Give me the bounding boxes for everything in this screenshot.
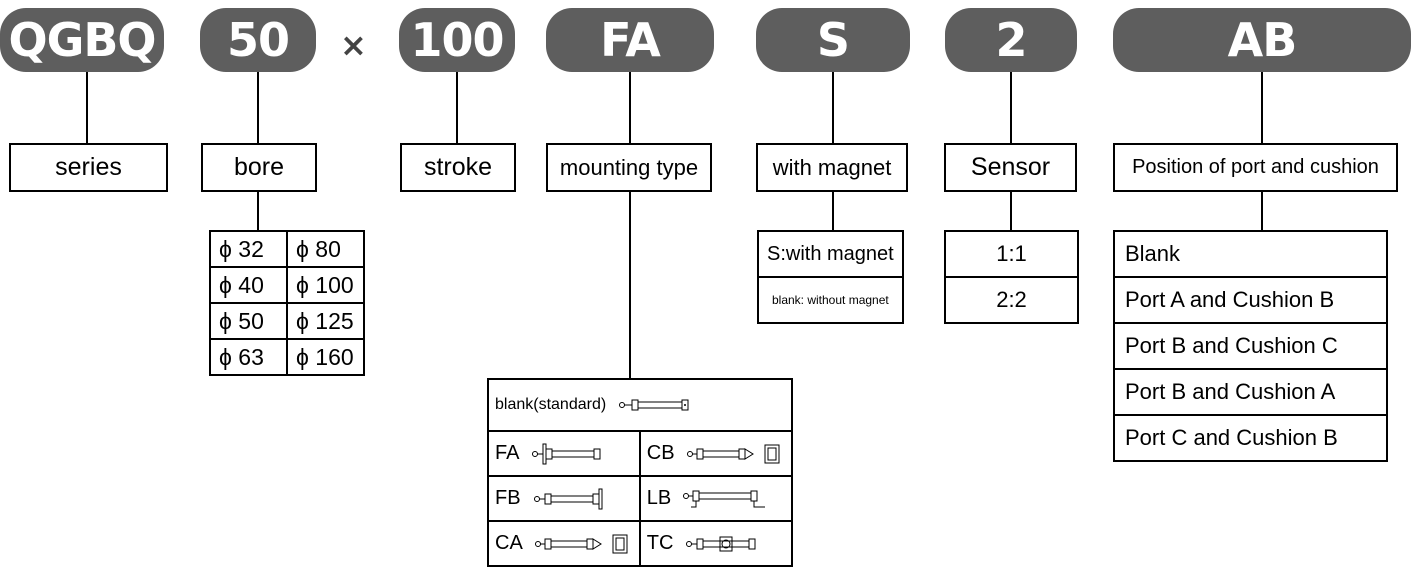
bore-option: ϕ 50: [209, 302, 288, 340]
sensor-options-table: 1:1 2:2: [944, 230, 1079, 324]
mounting-option: CA: [487, 520, 641, 567]
label-magnet: with magnet: [756, 143, 908, 192]
mounting-options-table: blank(standard) FA CB: [487, 378, 793, 567]
bore-option: ϕ 125: [286, 302, 365, 340]
bore-option: ϕ 40: [209, 266, 288, 304]
mounting-standard-label: blank(standard): [495, 396, 607, 413]
connector-sensor: [1010, 72, 1012, 143]
cylinder-lb-icon: [683, 490, 766, 507]
magnet-options-table: S:with magnet blank: without magnet: [757, 230, 904, 324]
mounting-label: TC: [646, 532, 674, 554]
bore-option: ϕ 80: [286, 230, 365, 268]
table-row: ϕ 40 ϕ 100: [209, 266, 365, 304]
connector-stroke: [456, 72, 458, 143]
port-option: Blank: [1113, 230, 1388, 278]
mounting-label: CA: [495, 532, 523, 554]
bore-option: ϕ 32: [209, 230, 288, 268]
mounting-option: FB: [487, 475, 641, 522]
bore-options-table: ϕ 32 ϕ 80 ϕ 40 ϕ 100 ϕ 50 ϕ 125 ϕ 63 ϕ 1…: [209, 230, 365, 376]
sensor-option: 2:2: [944, 276, 1079, 324]
connector-magnet-options: [832, 192, 834, 230]
mounting-label: CB: [646, 442, 675, 464]
port-option: Port C and Cushion B: [1113, 414, 1388, 462]
table-row: FB LB: [487, 475, 793, 522]
mounting-label: LB: [646, 487, 672, 509]
connector-series: [86, 72, 88, 143]
bore-option: ϕ 100: [286, 266, 365, 304]
table-row: Blank: [1113, 230, 1388, 278]
magnet-option: S:with magnet: [757, 230, 904, 278]
port-options-table: Blank Port A and Cushion B Port B and Cu…: [1113, 230, 1388, 462]
label-mounting: mounting type: [546, 143, 712, 192]
bore-option: ϕ 160: [286, 338, 365, 376]
code-port: AB: [1113, 8, 1411, 72]
code-mounting: FA: [546, 8, 714, 72]
magnet-option: blank: without magnet: [757, 276, 904, 324]
cylinder-fb-icon: [533, 488, 603, 509]
cylinder-standard-icon: [619, 399, 689, 411]
label-stroke: stroke: [400, 143, 516, 192]
connector-bore: [257, 72, 259, 143]
label-bore: bore: [201, 143, 317, 192]
sensor-option: 1:1: [944, 230, 1079, 278]
connector-mounting: [629, 72, 631, 143]
connector-magnet: [832, 72, 834, 143]
code-stroke: 100: [399, 8, 515, 72]
port-option: Port B and Cushion A: [1113, 368, 1388, 416]
label-series: series: [9, 143, 168, 192]
mounting-label: FB: [495, 487, 521, 509]
code-bore: 50: [200, 8, 316, 72]
code-magnet: S: [756, 8, 910, 72]
mounting-option: FA: [487, 430, 641, 477]
cylinder-tc-icon: [686, 536, 756, 551]
mounting-option: TC: [638, 520, 793, 567]
table-row: blank(standard): [487, 378, 793, 432]
cylinder-cb-icon: [686, 444, 780, 463]
code-sensor: 2: [945, 8, 1077, 72]
mounting-option: CB: [638, 430, 793, 477]
table-row: Port C and Cushion B: [1113, 414, 1388, 462]
table-row: 2:2: [944, 276, 1079, 324]
port-option: Port A and Cushion B: [1113, 276, 1388, 324]
mounting-option-standard: blank(standard): [487, 378, 793, 432]
table-row: Port B and Cushion C: [1113, 322, 1388, 370]
table-row: blank: without magnet: [757, 276, 904, 324]
connector-bore-options: [257, 192, 259, 230]
cylinder-ca-icon: [534, 534, 628, 553]
table-row: ϕ 63 ϕ 160: [209, 338, 365, 376]
table-row: CA TC: [487, 520, 793, 567]
connector-mounting-options: [629, 192, 631, 378]
table-row: 1:1: [944, 230, 1079, 278]
times-symbol: ×: [340, 26, 367, 64]
code-series: QGBQ: [0, 8, 164, 72]
table-row: ϕ 50 ϕ 125: [209, 302, 365, 340]
table-row: Port B and Cushion A: [1113, 368, 1388, 416]
mounting-option: LB: [638, 475, 793, 522]
cylinder-fa-icon: [532, 443, 601, 464]
connector-sensor-options: [1010, 192, 1012, 230]
table-row: S:with magnet: [757, 230, 904, 278]
label-port: Position of port and cushion: [1113, 143, 1398, 192]
connector-port-options: [1261, 192, 1263, 230]
bore-option: ϕ 63: [209, 338, 288, 376]
table-row: FA CB: [487, 430, 793, 477]
port-option: Port B and Cushion C: [1113, 322, 1388, 370]
table-row: ϕ 32 ϕ 80: [209, 230, 365, 268]
label-sensor: Sensor: [944, 143, 1077, 192]
table-row: Port A and Cushion B: [1113, 276, 1388, 324]
mounting-label: FA: [495, 442, 520, 464]
connector-port: [1261, 72, 1263, 143]
